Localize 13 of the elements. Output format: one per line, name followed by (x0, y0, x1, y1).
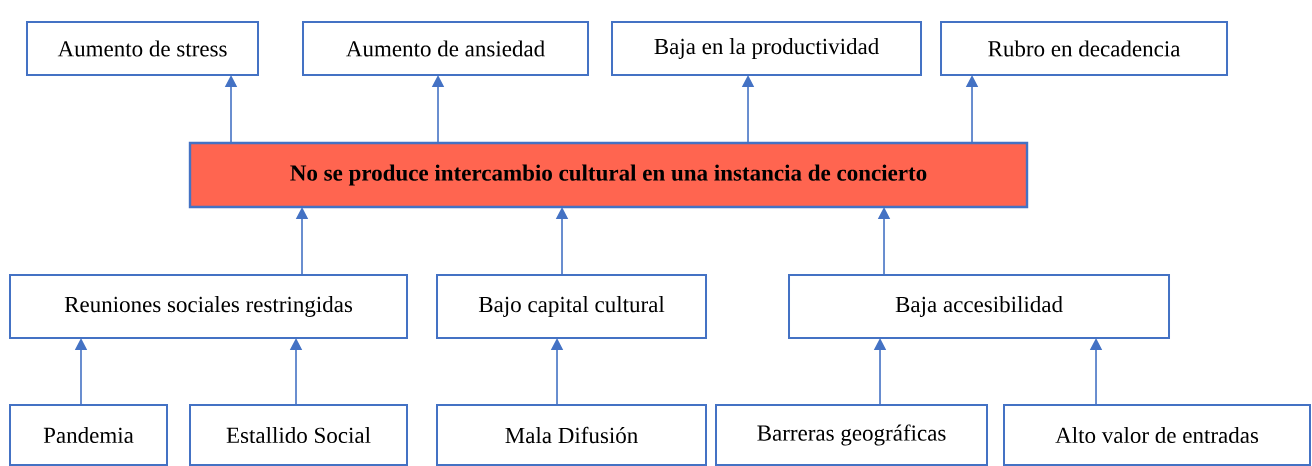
cause-box: Alto valor de entradas (1003, 404, 1311, 466)
cause-box: Barreras geográficas (715, 404, 988, 466)
cause-box: Mala Difusión (436, 404, 707, 466)
cause-box: Pandemia (9, 404, 168, 466)
cause-box: Baja accesibilidad (788, 274, 1170, 339)
effect-box: Aumento de stress (26, 21, 259, 76)
cause-box: Reuniones sociales restringidas (9, 274, 408, 339)
effect-box: Rubro en decadencia (940, 21, 1228, 76)
problem-box: No se produce intercambio cultural en una instancia de concierto (188, 141, 1029, 209)
effect-box: Aumento de ansiedad (302, 21, 589, 76)
cause-box: Bajo capital cultural (436, 274, 707, 339)
cause-box: Estallido Social (189, 404, 408, 466)
effect-box: Baja en la productividad (611, 21, 922, 76)
